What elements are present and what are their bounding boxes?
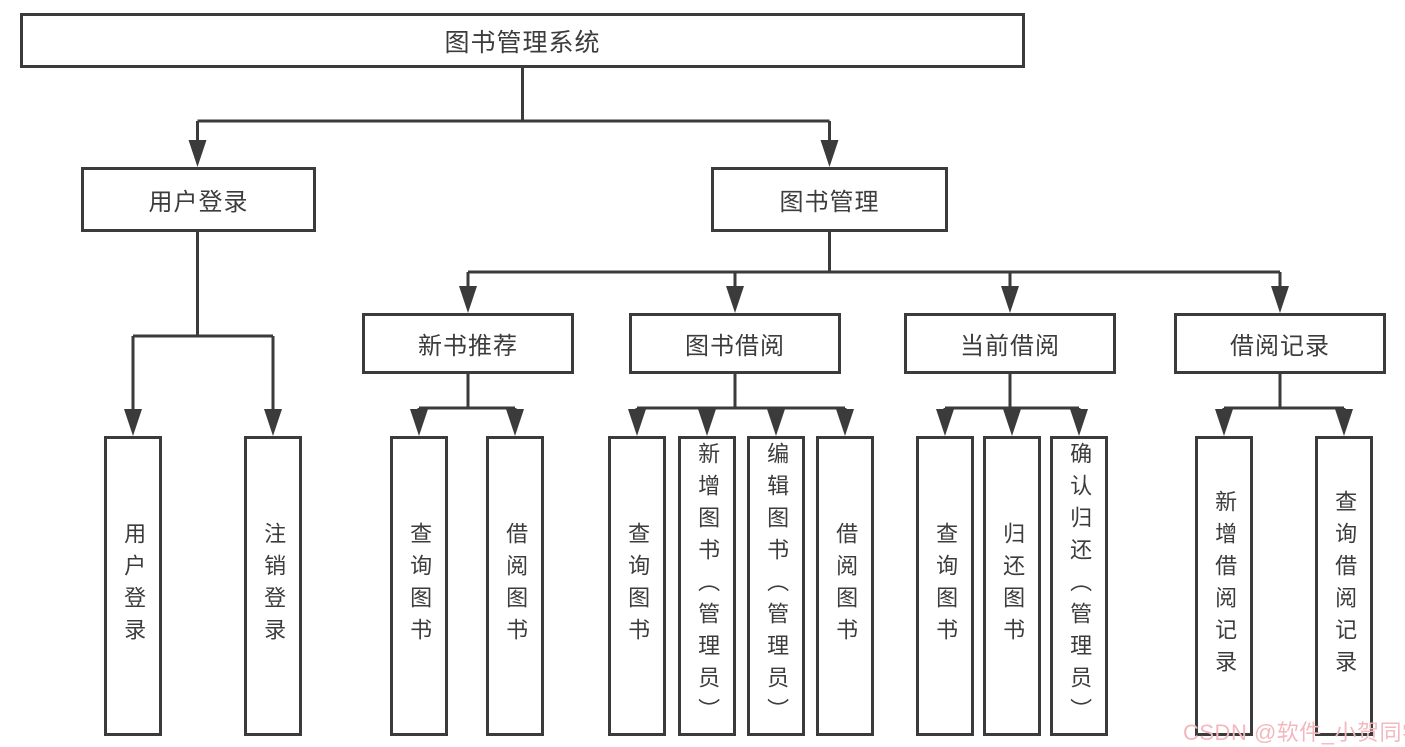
arrow-down-icon xyxy=(410,409,428,436)
leaf-borrow-books-recommend: 借阅图书 xyxy=(486,436,544,736)
arrow-down-icon xyxy=(836,409,854,436)
node-new-book-recommend: 新书推荐 xyxy=(362,313,574,374)
node-borrow-records: 借阅记录 xyxy=(1174,313,1386,374)
arrow-down-icon xyxy=(698,409,716,436)
leaf-label: 用户登录 xyxy=(121,522,147,650)
node-user-login: 用户登录 xyxy=(81,167,316,232)
arrow-down-icon xyxy=(459,286,477,313)
leaf-query-borrow-record: 查询借阅记录 xyxy=(1315,436,1373,736)
leaf-return-book: 归还图书 xyxy=(983,436,1041,736)
leaf-edit-book-admin: 编辑图书（管理员） xyxy=(747,436,805,736)
watermark: CSDN @软件_小贺同学 xyxy=(1183,720,1405,745)
arrow-down-icon xyxy=(124,409,142,436)
arrow-down-icon xyxy=(820,140,839,167)
leaf-label: 确认归还（管理员） xyxy=(1067,442,1093,730)
leaf-confirm-return-admin: 确认归还（管理员） xyxy=(1050,436,1108,736)
arrow-down-icon xyxy=(1335,409,1353,436)
leaf-logout: 注销登录 xyxy=(244,436,302,736)
leaf-query-books-recommend: 查询图书 xyxy=(390,436,448,736)
arrow-down-icon xyxy=(628,409,646,436)
arrow-down-icon xyxy=(936,409,954,436)
leaf-label: 借阅图书 xyxy=(503,522,529,650)
leaf-add-borrow-record: 新增借阅记录 xyxy=(1195,436,1253,736)
arrow-down-icon xyxy=(506,409,524,436)
leaf-label: 新增借阅记录 xyxy=(1212,490,1238,682)
leaf-label: 借阅图书 xyxy=(833,522,859,650)
leaf-add-book-admin: 新增图书（管理员） xyxy=(678,436,736,736)
node-label: 图书管理系统 xyxy=(444,28,601,57)
leaf-borrow-books: 借阅图书 xyxy=(816,436,874,736)
arrow-down-icon xyxy=(1271,286,1289,313)
node-current-borrow: 当前借阅 xyxy=(904,313,1116,374)
node-library-system: 图书管理系统 xyxy=(20,13,1025,68)
arrow-down-icon xyxy=(1215,409,1233,436)
leaf-label: 注销登录 xyxy=(261,522,287,650)
arrow-down-icon xyxy=(1001,286,1019,313)
leaf-user-login: 用户登录 xyxy=(104,436,162,736)
node-label: 当前借阅 xyxy=(960,333,1060,360)
node-label: 新书推荐 xyxy=(418,333,518,360)
node-label: 借阅记录 xyxy=(1230,333,1330,360)
arrow-down-icon xyxy=(767,409,785,436)
leaf-label: 新增图书（管理员） xyxy=(695,442,721,730)
arrow-down-icon xyxy=(1003,409,1021,436)
leaf-label: 查询图书 xyxy=(625,522,651,650)
arrow-down-icon xyxy=(188,140,207,167)
arrow-down-icon xyxy=(1070,409,1088,436)
leaf-label: 查询借阅记录 xyxy=(1332,490,1358,682)
node-book-borrow: 图书借阅 xyxy=(629,313,841,374)
leaf-label: 查询图书 xyxy=(933,522,959,650)
node-label: 图书借阅 xyxy=(685,333,785,360)
leaf-label: 编辑图书（管理员） xyxy=(764,442,790,730)
leaf-label: 归还图书 xyxy=(1000,522,1026,650)
node-label: 用户登录 xyxy=(148,189,249,216)
leaf-query-books-borrow: 查询图书 xyxy=(608,436,666,736)
node-label: 图书管理 xyxy=(779,189,880,216)
arrowhead-icons xyxy=(124,140,1353,436)
arrow-down-icon xyxy=(726,286,744,313)
leaf-label: 查询图书 xyxy=(407,522,433,650)
node-book-management: 图书管理 xyxy=(711,167,948,232)
leaf-query-books-current: 查询图书 xyxy=(916,436,974,736)
arrow-down-icon xyxy=(264,409,282,436)
